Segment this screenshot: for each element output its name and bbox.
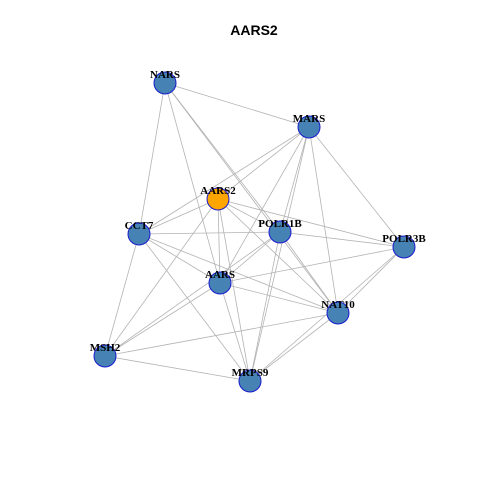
- edge-msh2-mrps9: [104, 355, 251, 382]
- edge-polr1b-mrps9: [249, 231, 281, 382]
- edge-cct7-msh2: [104, 233, 140, 357]
- edge-polr3b-nat10: [337, 246, 405, 314]
- edge-aars-msh2: [104, 282, 221, 357]
- edge-nars-mars: [164, 82, 310, 128]
- edge-cct7-nat10: [138, 233, 339, 314]
- node-aars[interactable]: [208, 271, 232, 295]
- edge-nars-nat10: [164, 82, 339, 314]
- node-cct7[interactable]: [127, 222, 151, 246]
- edge-mars-polr1b: [279, 126, 310, 233]
- label-layer: AARS2 NARS MARS CCT7 POLR1B POLR3B AARS NAT10MS…: [90, 69, 427, 379]
- node-label-mars: MARS: [293, 113, 325, 125]
- edge-polr3b-aars: [219, 246, 405, 284]
- edge-polr1b-msh2: [104, 231, 281, 357]
- node-label-aars2: AARS2: [200, 185, 236, 197]
- edge-mars-polr3b: [308, 126, 405, 248]
- edge-polr1b-aars: [219, 231, 281, 284]
- node-label-polr3b: POLR3B: [382, 233, 426, 245]
- node-label-cct7: CCT7: [125, 220, 154, 232]
- node-label-polr1b: POLR1B: [258, 218, 302, 230]
- edge-nars-cct7: [138, 82, 166, 235]
- edge-cct7-aars: [138, 233, 221, 284]
- node-msh2[interactable]: [93, 344, 117, 368]
- edge-aars2-polr3b: [217, 198, 405, 248]
- node-mrps9[interactable]: [238, 369, 262, 393]
- node-nars[interactable]: [153, 71, 177, 95]
- edge-polr1b-nat10: [279, 231, 339, 314]
- edge-aars2-polr1b: [217, 198, 281, 233]
- node-aars2[interactable]: [206, 187, 230, 211]
- node-label-msh2: MSH2: [90, 342, 121, 354]
- edge-nars-aars: [164, 82, 221, 284]
- edge-nat10-msh2: [104, 312, 339, 357]
- edge-aars-nat10: [219, 282, 339, 314]
- edge-layer: [104, 82, 405, 382]
- edge-mars-nat10: [308, 126, 339, 314]
- node-layer: [93, 71, 416, 393]
- edge-mars-cct7: [138, 126, 310, 235]
- edge-cct7-polr1b: [138, 231, 281, 235]
- diagram-title: AARS2: [230, 22, 278, 38]
- edge-aars2-aars: [217, 198, 221, 284]
- node-polr3b[interactable]: [392, 235, 416, 259]
- edge-aars2-nat10: [217, 198, 339, 314]
- edge-polr1b-polr3b: [279, 231, 405, 248]
- node-label-aars: AARS: [205, 269, 235, 281]
- edge-mars-aars2: [217, 126, 310, 200]
- edge-mars-aars: [219, 126, 310, 284]
- node-label-nars: NARS: [150, 69, 180, 81]
- edge-aars2-mrps9: [217, 198, 251, 382]
- edge-mars-mrps9: [249, 126, 310, 382]
- edge-cct7-mrps9: [138, 233, 251, 382]
- edge-aars2-msh2: [104, 198, 219, 357]
- edge-nat10-mrps9: [249, 312, 339, 382]
- node-label-mrps9: MRPS9: [232, 367, 269, 379]
- node-mars[interactable]: [297, 115, 321, 139]
- edge-aars2-cct7: [138, 198, 219, 235]
- node-nat10[interactable]: [326, 301, 350, 325]
- node-polr1b[interactable]: [268, 220, 292, 244]
- node-label-nat10: NAT10: [321, 299, 355, 311]
